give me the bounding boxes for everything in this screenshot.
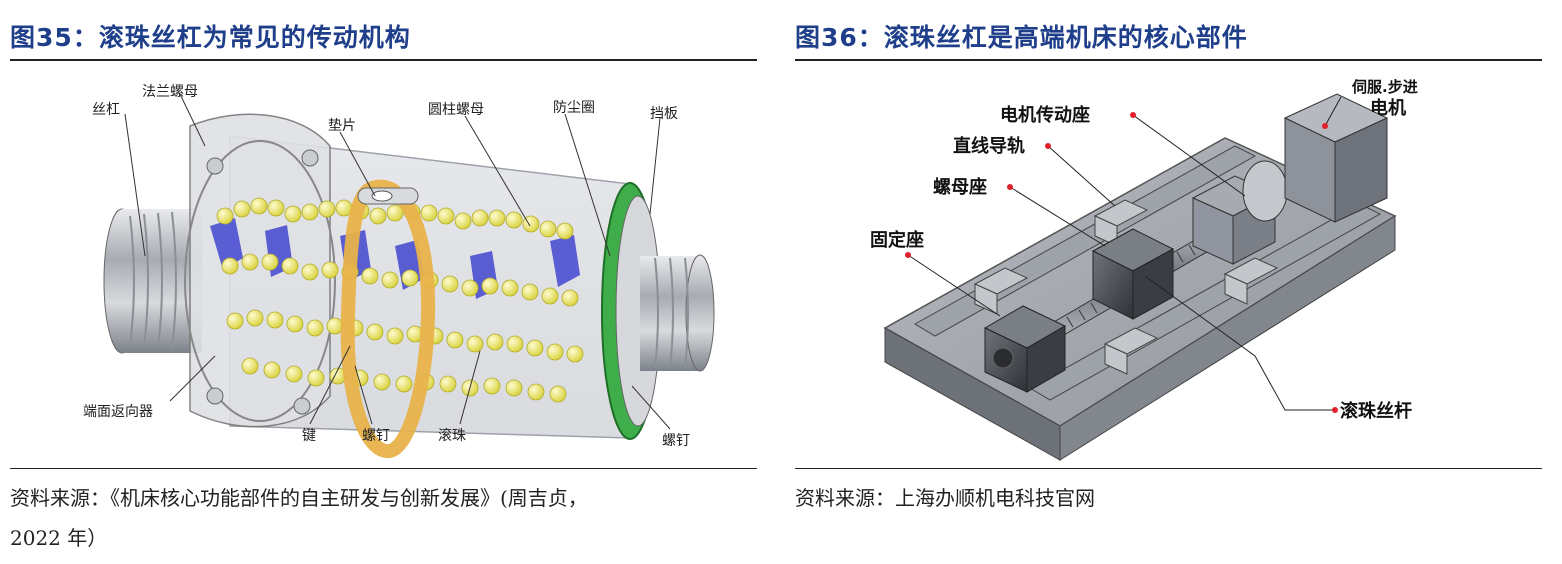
label-cylindrical-nut: 圆柱螺母 <box>428 102 484 118</box>
label-dust-ring: 防尘圈 <box>553 100 595 116</box>
servo-stepper-motor <box>1283 93 1389 223</box>
figure-36-top-rule <box>795 59 1542 61</box>
figure-36-source: 资料来源：上海办顺机电科技官网 <box>795 478 1542 518</box>
screw-shaft <box>103 208 202 354</box>
nut-seat-block <box>1091 228 1175 320</box>
label-key: 键 <box>302 428 316 444</box>
screw-shaft-right <box>640 254 715 372</box>
label-screw: 丝杠 <box>92 102 120 118</box>
label-screw-a: 螺钉 <box>362 428 390 444</box>
figure-35-source-line1: 资料来源：《机床核心功能部件的自主研发与创新发展》(周吉贞， <box>10 486 588 510</box>
figure-36-bottom-rule <box>795 468 1542 469</box>
figure-35-source-line2: 2022 年） <box>10 526 108 550</box>
linear-guide-rails <box>914 145 1382 401</box>
machine-table-illustration: 伺服.步进 电机 电机传动座 直线导轨 螺母座 固定座 滚珠丝杆 <box>870 78 1418 461</box>
figure-35-top-rule <box>10 59 757 61</box>
label-nut-seat: 螺母座 <box>933 176 987 198</box>
label-fixed-seat: 固定座 <box>870 229 924 251</box>
label-servo-stepper-line2: 电机 <box>1370 97 1406 119</box>
fixed-seat-block <box>983 305 1067 393</box>
figure-35-bottom-rule <box>10 468 757 469</box>
label-servo-stepper-line1: 伺服.步进 <box>1351 78 1418 96</box>
label-dots <box>905 112 1338 413</box>
leader-lines-right <box>907 96 1342 411</box>
motor-mount <box>1191 160 1288 265</box>
label-motor-mount: 电机传动座 <box>1000 104 1090 126</box>
figure-36-source-line: 资料来源：上海办顺机电科技官网 <box>795 486 1095 510</box>
label-screw-b: 螺钉 <box>662 433 690 449</box>
flange-plate <box>184 113 336 428</box>
ball-screw-illustration: 丝杠 法兰螺母 垫片 圆柱螺母 防尘圈 挡板 端面返向器 键 螺钉 滚珠 螺钉 <box>83 84 715 458</box>
label-shim: 垫片 <box>328 118 356 134</box>
label-linear-guide: 直线导轨 <box>953 135 1025 157</box>
leader-lines <box>124 93 671 430</box>
figure-36-title: 图36：滚珠丝杠是高端机床的核心部件 <box>795 23 1248 52</box>
figure-35-source: 资料来源：《机床核心功能部件的自主研发与创新发展》(周吉贞， 2022 年） <box>10 478 757 558</box>
label-baffle: 挡板 <box>650 106 678 122</box>
label-flange-nut: 法兰螺母 <box>142 84 198 100</box>
label-ball: 滚珠 <box>438 427 466 444</box>
label-ball-screw: 滚珠丝杆 <box>1340 400 1412 422</box>
figure-35-title: 图35：滚珠丝杠为常见的传动机构 <box>10 23 411 52</box>
label-end-deflector: 端面返向器 <box>83 404 153 420</box>
